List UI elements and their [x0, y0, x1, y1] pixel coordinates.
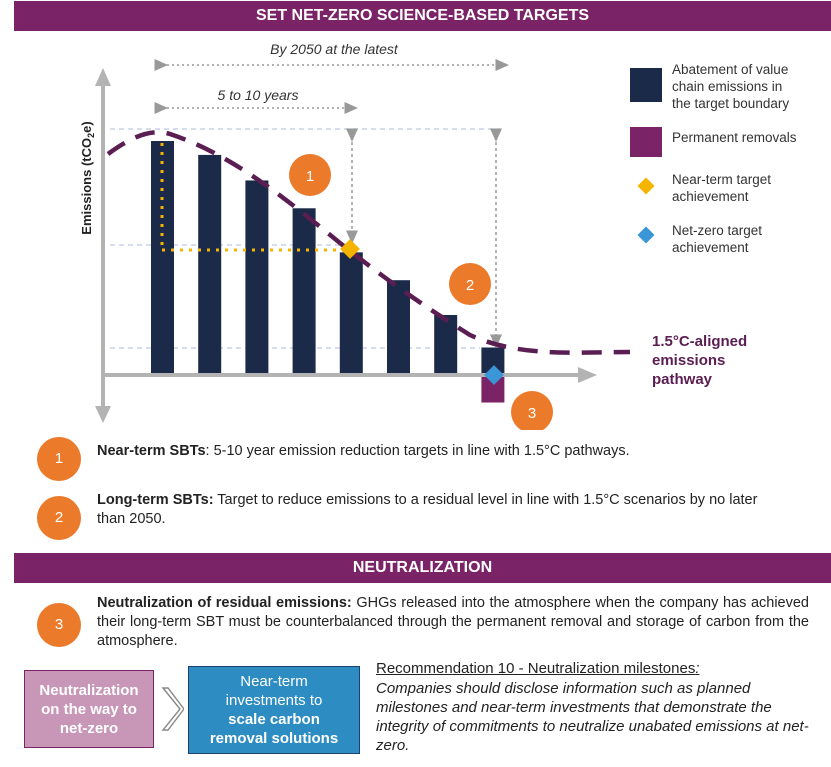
item-3-number: 3 — [37, 603, 81, 647]
item-2-text: Long-term SBTs: Target to reduce emissio… — [97, 491, 787, 529]
header-title: SET NET-ZERO SCIENCE-BASED TARGETS — [255, 7, 590, 24]
net-zero-target-diamond — [484, 365, 504, 385]
span-short-label: 5 to 10 years — [218, 87, 299, 103]
marker-3-circle — [511, 391, 553, 430]
item-3-title: Neutralization of residual emissions: — [97, 595, 352, 611]
abatement-bar-8 — [481, 347, 505, 373]
marker-1-label: 1 — [306, 168, 314, 185]
neutralization-box: Neutralization on the way to net-zero — [24, 670, 154, 748]
legend-swatch-removals — [630, 127, 662, 157]
item-2-body: Target to reduce emissions to a residual… — [97, 492, 758, 527]
x-axis-arrow — [578, 367, 597, 383]
abatement-bar-4 — [292, 208, 316, 373]
span-long-label: By 2050 at the latest — [270, 41, 399, 57]
abatement-bar-3 — [245, 180, 269, 373]
marker-1-circle — [289, 154, 331, 196]
item-1-title: Near-term SBTs — [97, 443, 206, 459]
item-3-text: Neutralization of residual emissions: GH… — [97, 594, 809, 651]
item-2-title: Long-term SBTs: — [97, 492, 214, 508]
abatement-bar-7 — [434, 315, 458, 373]
recommendation-title: Recommendation 10 - Neutralization miles… — [376, 660, 700, 677]
item-3-body: GHGs released into the atmosphere when t… — [97, 595, 810, 649]
investments-box: Near-term investments to scale carbon re… — [188, 666, 360, 754]
neutralization-title: NEUTRALIZATION — [352, 559, 493, 576]
legend-swatch-abatement — [630, 68, 662, 102]
y-axis-arrow-up — [95, 68, 111, 86]
marker-3-label: 3 — [528, 405, 536, 422]
pathway-label: 1.5°C-aligned emissions pathway — [652, 333, 751, 388]
bars-group — [151, 141, 505, 403]
y-axis-label: Emissions (tCO2e) — [79, 121, 96, 234]
legend-label-removals: Permanent removals — [672, 130, 797, 145]
item-1-number: 1 — [37, 437, 81, 481]
item-1-text: Near-term SBTs: 5-10 year emission reduc… — [97, 442, 817, 461]
abatement-bar-2 — [198, 154, 222, 373]
abatement-bar-5 — [339, 252, 363, 373]
emissions-chart: Emissions (tCO2e) By 2050 at the latest … — [79, 41, 751, 430]
y-axis-arrow-down — [95, 406, 111, 423]
chevron-right-icon — [161, 687, 184, 731]
near-term-target-diamond — [340, 239, 360, 259]
marker-2-circle — [449, 263, 491, 305]
abatement-bar-1 — [151, 141, 174, 373]
item-1-body: : 5-10 year emission reduction targets i… — [205, 443, 630, 459]
removal-bar-8 — [481, 377, 505, 403]
emissions-pathway-curve — [106, 130, 631, 355]
neutralization-banner: NEUTRALIZATION — [14, 553, 831, 583]
item-2-number: 2 — [37, 496, 81, 540]
header-banner: SET NET-ZERO SCIENCE-BASED TARGETS — [14, 1, 831, 31]
abatement-bar-6 — [387, 280, 410, 373]
recommendation-body: Companies should disclose information su… — [376, 680, 809, 754]
marker-2-label: 2 — [466, 277, 474, 294]
